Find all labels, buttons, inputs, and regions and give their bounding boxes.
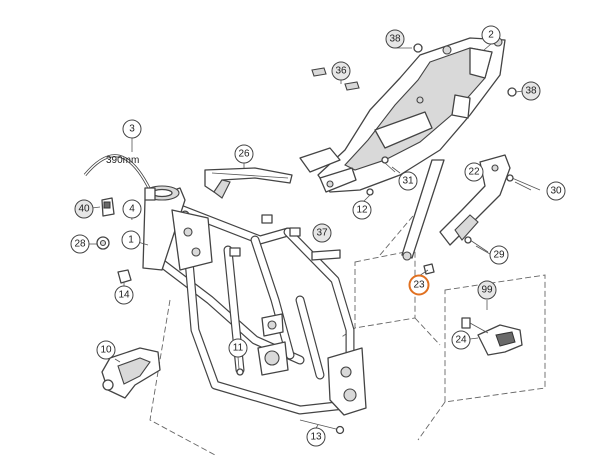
- callout-37: 37: [312, 223, 332, 243]
- svg-text:10: 10: [100, 345, 112, 356]
- svg-text:38: 38: [389, 34, 401, 45]
- callout-2: 2: [481, 25, 501, 45]
- hose-length-label: 390mm: [106, 155, 139, 166]
- part-29-bolt: [464, 236, 489, 253]
- svg-text:37: 37: [316, 228, 328, 239]
- callout-31: 31: [398, 171, 418, 191]
- svg-text:40: 40: [78, 204, 90, 215]
- part-22-bracket: [439, 154, 511, 246]
- callout-12: 12: [352, 200, 372, 220]
- callout-28: 28: [70, 234, 90, 254]
- svg-text:2: 2: [488, 30, 494, 41]
- svg-text:28: 28: [74, 239, 86, 250]
- part-11-bolt: [236, 368, 244, 376]
- subframe: [299, 37, 506, 261]
- svg-text:31: 31: [402, 176, 414, 187]
- callout-26: 26: [234, 144, 254, 164]
- svg-text:24: 24: [455, 335, 467, 346]
- callout-24: 24: [451, 330, 471, 350]
- callout-11: 11: [228, 338, 248, 358]
- main-frame: [142, 185, 367, 416]
- svg-text:29: 29: [493, 250, 505, 261]
- callout-13: 13: [306, 427, 326, 447]
- svg-text:26: 26: [238, 149, 250, 160]
- part-31-12-bolts: [366, 156, 396, 196]
- svg-text:1: 1: [128, 235, 134, 246]
- callout-38-top: 38: [385, 29, 405, 49]
- callout-14: 14: [114, 285, 134, 305]
- svg-text:3: 3: [129, 124, 135, 135]
- part-3-hose: [83, 154, 156, 201]
- callout-4: 4: [122, 199, 142, 219]
- svg-text:4: 4: [129, 204, 135, 215]
- callout-23: 23: [408, 274, 430, 296]
- svg-text:36: 36: [335, 66, 347, 77]
- part-99-pad: [461, 317, 523, 356]
- svg-text:14: 14: [118, 290, 130, 301]
- svg-text:22: 22: [468, 167, 480, 178]
- part-10-bracket: [101, 347, 161, 399]
- svg-text:38: 38: [525, 86, 537, 97]
- callout-10: 10: [96, 340, 116, 360]
- part-26-guard: [204, 167, 293, 199]
- part-36-pads: [311, 67, 360, 91]
- callout-36: 36: [331, 61, 351, 81]
- callout-22: 22: [464, 162, 484, 182]
- callout-40: 40: [74, 199, 94, 219]
- callout-29: 29: [489, 245, 509, 265]
- callouts: 1 2 3 4 10 11 12 13: [70, 25, 566, 447]
- part-37-label: [311, 249, 341, 261]
- callout-1: 1: [121, 230, 141, 250]
- callout-99: 99: [477, 280, 497, 300]
- part-28-clamp: [96, 236, 110, 250]
- svg-text:13: 13: [310, 432, 322, 443]
- svg-text:11: 11: [233, 343, 244, 354]
- callout-3: 3: [122, 119, 142, 139]
- part-30-bolt: [506, 174, 541, 191]
- callout-30: 30: [546, 181, 566, 201]
- callout-38-right: 38: [521, 81, 541, 101]
- svg-text:12: 12: [356, 205, 368, 216]
- assembly-outlines: [149, 209, 546, 456]
- part-40-clip: [101, 197, 115, 217]
- part-14-nut: [117, 269, 132, 284]
- svg-text:30: 30: [550, 186, 562, 197]
- svg-text:23: 23: [413, 280, 425, 291]
- svg-text:99: 99: [481, 285, 493, 296]
- part-13-bolt: [299, 419, 345, 435]
- part-23-bolt: [423, 263, 435, 275]
